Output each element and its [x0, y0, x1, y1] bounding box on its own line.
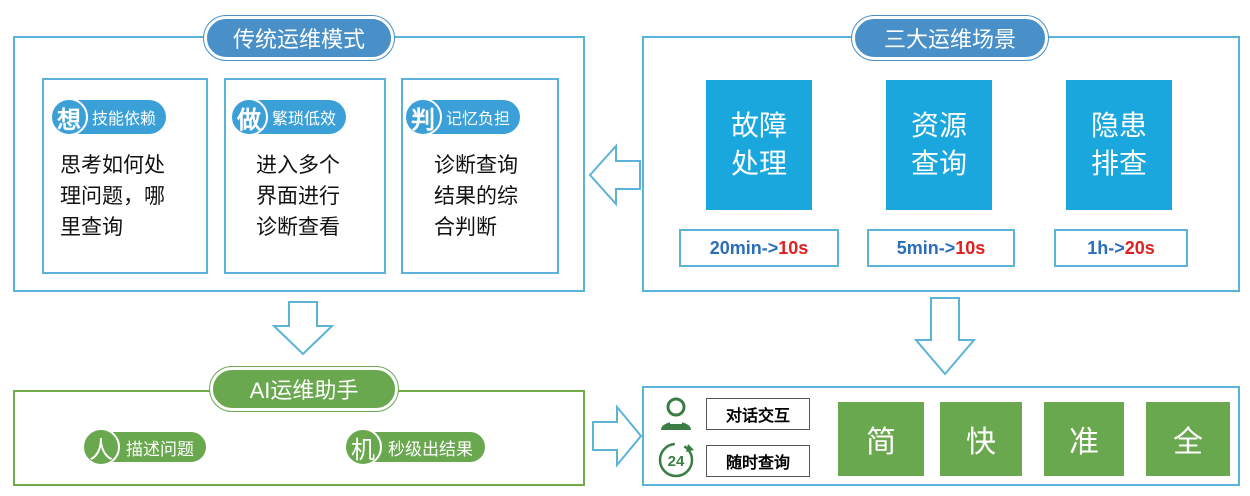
quality-accurate: 准	[1044, 402, 1124, 476]
arrow-down-left-icon	[272, 301, 334, 356]
tag-memory-burden: 判 记忆负担	[404, 98, 521, 136]
tag-skill-dependency: 想 技能依赖	[50, 98, 167, 136]
feature-anytime-query: 随时查询	[706, 445, 810, 477]
quality-complete: 全	[1146, 402, 1230, 476]
clock-24-icon: 24	[658, 442, 694, 478]
metric-fault-handling: 20min->10s	[679, 229, 839, 267]
think-icon: 想	[50, 98, 88, 136]
scenarios-title: 三大运维场景	[852, 16, 1048, 60]
judge-icon: 判	[404, 98, 442, 136]
machine-icon: 机	[344, 428, 382, 466]
scenario-risk-inspection: 隐患 排查	[1066, 80, 1172, 210]
card-judge-text: 诊断查询 结果的综 合判断	[434, 154, 518, 239]
tag-instant-results: 机 秒级出结果	[344, 428, 485, 466]
svg-text:24: 24	[668, 453, 685, 470]
card-think-text: 思考如何处 理问题，哪 里查询	[60, 154, 165, 239]
tag-describe-problem: 人 描述问题	[82, 428, 206, 466]
arrow-down-right-icon	[914, 297, 976, 376]
metric-risk-inspection: 1h->20s	[1054, 229, 1188, 267]
do-icon: 做	[230, 98, 268, 136]
scenario-fault-handling: 故障 处理	[706, 80, 812, 210]
arrow-left-icon	[588, 143, 641, 207]
arrow-right-icon	[592, 404, 643, 468]
card-do-text: 进入多个 界面进行 诊断查看	[256, 154, 340, 239]
user-icon	[661, 397, 691, 430]
quality-simple: 简	[838, 402, 924, 476]
feature-dialog-interaction: 对话交互	[706, 398, 810, 430]
metric-resource-query: 5min->10s	[867, 229, 1015, 267]
quality-fast: 快	[940, 402, 1022, 476]
human-icon: 人	[82, 428, 120, 466]
scenario-resource-query: 资源 查询	[886, 80, 992, 210]
ai-assistant-title: AI运维助手	[210, 367, 398, 411]
traditional-mode-title: 传统运维模式	[204, 16, 394, 60]
tag-tedious-inefficient: 做 繁琐低效	[230, 98, 347, 136]
